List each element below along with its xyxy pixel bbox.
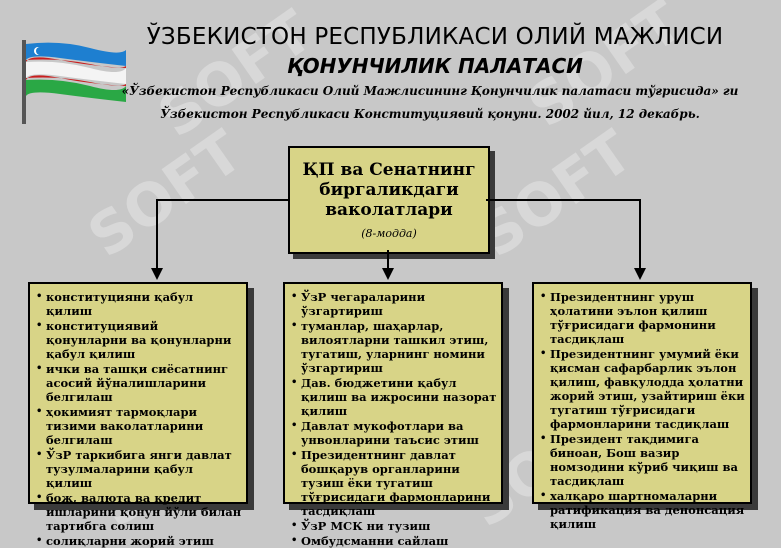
list-item: ЎзР чегараларини ўзгартириш (291, 290, 497, 318)
list-item: конституциявий қонунларни ва қонунларни … (36, 319, 242, 361)
central-node: ҚП ва Сенатнинг биргаликдаги ваколатлари… (288, 146, 490, 254)
list-item: Давлат мукофотлари ва унвонларини таъсис… (291, 419, 497, 447)
title-line-1: ЎЗБЕКИСТОН РЕСПУБЛИКАСИ ОЛИЙ МАЖЛИСИ (146, 24, 724, 50)
connector-left (156, 199, 290, 201)
connector-center-down (387, 250, 389, 269)
title-line-2: ҚОНУНЧИЛИК ПАЛАТАСИ (287, 54, 583, 78)
list-item: Президентнинг умумий ёки қисман сафарбар… (540, 347, 746, 431)
central-node-title: ҚП ва Сенатнинг биргаликдаги ваколатлари (302, 160, 476, 220)
arrow-down-icon (151, 268, 163, 280)
list-item: Президентнинг давлат бошқарув органларин… (291, 448, 497, 518)
connector-right-down (639, 199, 641, 269)
list-item: ҳокимият тармоқлари тизими ваколатларини… (36, 405, 242, 447)
list-item: Омбудсманни сайлаш (291, 534, 497, 548)
list-item: Президент тақдимига биноан, Бош вазир но… (540, 432, 746, 488)
powers-box-1: конституцияни қабул қилиш конституциявий… (28, 282, 248, 548)
powers-box-2: ЎзР чегараларини ўзгартириш туманлар, ша… (283, 282, 503, 548)
subtitle-line-2: Ўзбекистон Республикаси Конституциявий қ… (160, 107, 700, 121)
list-item: солиқларни жорий этиш (36, 534, 242, 548)
central-node-note: (8-модда) (361, 227, 417, 240)
connector-left-down (156, 199, 158, 269)
list-item: Президентнинг уруш ҳолатини эълон қилиш … (540, 290, 746, 346)
powers-box-3: Президентнинг уруш ҳолатини эълон қилиш … (532, 282, 752, 531)
list-item: бож, валюта ва кредит ишларини қонун йўл… (36, 491, 242, 533)
list-item: Дав. бюджетини қабул қилиш ва ижросини н… (291, 376, 497, 418)
list-item: халқаро шартномаларни ратификация ва ден… (540, 489, 746, 531)
connector-right (486, 199, 641, 201)
list-item: ЎзР таркибига янги давлат тузулмаларини … (36, 448, 242, 490)
list-item: ЎзР МСК ни тузиш (291, 519, 497, 533)
watermark: SOFT (75, 117, 255, 271)
list-item: туманлар, шаҳарлар, вилоятларни ташкил э… (291, 319, 497, 375)
arrow-down-icon (382, 268, 394, 280)
list-item: конституцияни қабул қилиш (36, 290, 242, 318)
arrow-down-icon (634, 268, 646, 280)
flag-icon (22, 40, 126, 124)
list-item: ички ва ташқи сиёсатнинг асосий йўналишл… (36, 362, 242, 404)
subtitle-line-1: «Ўзбекистон Республикаси Олий Мажлисинин… (121, 84, 739, 98)
